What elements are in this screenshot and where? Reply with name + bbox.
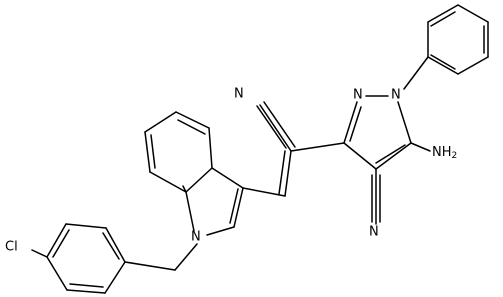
- bond-layer: [31, 4, 489, 294]
- indole-bond: [206, 226, 235, 236]
- phenyl-bond: [430, 54, 456, 70]
- chlorophenyl-bond: [102, 232, 120, 260]
- indole-benzene-bond: [177, 119, 206, 135]
- pyrazole-n1-label: N: [391, 88, 401, 103]
- chlorophenyl-bond: [66, 289, 106, 294]
- c-cl-bond: [31, 249, 48, 258]
- chlorophenyl-bond: [105, 227, 126, 263]
- indole-bond: [185, 191, 195, 232]
- ring-nitrile-n-label: N: [369, 225, 379, 240]
- vinyl-nitrile-n-label: N: [234, 87, 244, 102]
- indole-benzene-bond: [175, 111, 210, 129]
- pyrazole-bond: [375, 142, 412, 170]
- indole-benzene-bond: [144, 131, 151, 173]
- vinyl-nitrile-bond: [256, 105, 287, 149]
- vinyl-double-bond: [284, 150, 292, 197]
- n-ch2-bond: [174, 243, 198, 271]
- chlorophenyl-bond: [52, 229, 70, 258]
- atom-label-layer: N N N NH2 N N Cl: [5, 87, 457, 255]
- pyrazole-vinyl-bond: [290, 142, 345, 152]
- indole-bond: [211, 167, 244, 189]
- vinyl-indole-bond: [242, 187, 286, 197]
- indole-bond: [233, 187, 244, 228]
- amino-bond: [410, 142, 431, 152]
- pyrazole-bond: [343, 101, 358, 144]
- phenyl-bond: [457, 4, 489, 23]
- phenyl-bond: [427, 56, 459, 75]
- phenyl-bond: [427, 4, 459, 23]
- phenyl-bond: [457, 56, 489, 75]
- vinyl-nitrile-bond: [259, 104, 292, 152]
- indole-n-label: N: [191, 230, 201, 245]
- indole-benzene-bond: [182, 185, 187, 193]
- indole-benzene-bond: [149, 171, 187, 193]
- indole-benzene-bond: [208, 127, 213, 169]
- phenyl-n1-bond: [403, 56, 429, 90]
- indole-bond: [185, 167, 213, 193]
- pyrazole-bond: [397, 101, 412, 144]
- chlorophenyl-bond: [46, 223, 67, 258]
- pyrazole-bond: [349, 106, 362, 142]
- chlorophenyl-bond: [104, 261, 126, 294]
- vinyl-nitrile-bond: [263, 101, 296, 148]
- amino-label: NH2: [432, 145, 457, 162]
- ch2-aryl-bond: [124, 261, 176, 271]
- vinyl-double-bond: [278, 150, 286, 195]
- chlorophenyl-bond: [46, 256, 68, 291]
- indole-bond: [229, 188, 239, 224]
- indole-benzene-bond: [144, 111, 177, 133]
- chlorophenyl-bond: [69, 283, 104, 288]
- pyrazole-bond: [343, 142, 377, 170]
- pyrazole-n2-label: N: [353, 88, 363, 103]
- phenyl-bond: [430, 11, 456, 27]
- chlorophenyl-bond: [65, 223, 107, 229]
- chlorine-label: Cl: [5, 240, 18, 255]
- indole-benzene-bond: [150, 134, 156, 169]
- pyrazole-bond: [375, 144, 406, 164]
